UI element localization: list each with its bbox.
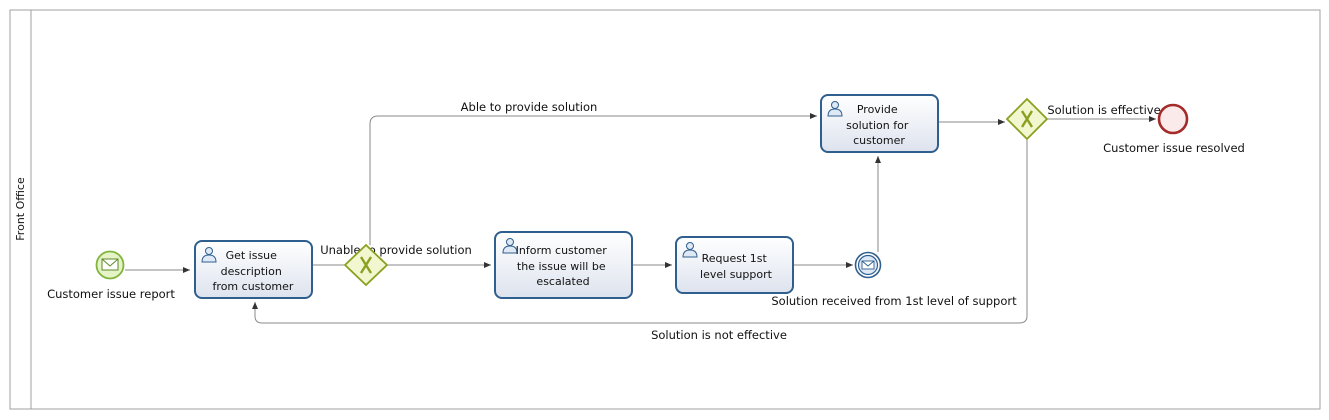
label-able-to-provide-solution: Able to provide solution <box>461 100 598 114</box>
pool-front-office: Front Office <box>9 9 1321 410</box>
x-icon <box>359 256 373 274</box>
end-event[interactable] <box>1157 103 1189 135</box>
end-event-label: Customer issue resolved <box>1103 141 1245 155</box>
task-request-support-label: Request 1st level support <box>700 252 773 281</box>
user-icon <box>682 242 698 258</box>
user-icon <box>502 238 518 254</box>
task-provide-solution[interactable]: Provide solution for customer <box>820 94 939 153</box>
start-event-label: Customer issue report <box>47 287 175 301</box>
sequence-flows <box>125 113 1156 324</box>
label-solution-not-effective: Solution is not effective <box>651 328 787 342</box>
task-inform-customer[interactable]: Inform customer the issue will be escala… <box>494 231 633 299</box>
envelope-icon <box>861 260 875 270</box>
exclusive-gateway-1[interactable] <box>343 243 389 287</box>
label-solution-is-effective: Solution is effective <box>1047 103 1160 117</box>
user-icon <box>827 101 843 117</box>
flow-solution-not-effective[interactable] <box>252 140 1028 324</box>
task-inform-customer-label: Inform customer the issue will be escala… <box>516 244 611 288</box>
label-unable-to-provide-solution: Unable to provide solution <box>320 243 472 257</box>
task-get-issue-label: Get issue description from customer <box>213 249 294 293</box>
lane-label: Front Office <box>14 177 27 241</box>
intermediate-message-event[interactable] <box>854 251 882 279</box>
task-request-support[interactable]: Request 1st level support <box>675 236 794 294</box>
task-provide-solution-label: Provide solution for customer <box>846 103 912 147</box>
intermediate-event-label: Solution received from 1st level of supp… <box>771 294 1017 308</box>
x-icon <box>1020 110 1034 128</box>
envelope-icon <box>101 258 119 271</box>
start-event[interactable] <box>95 250 125 280</box>
user-icon <box>201 247 217 263</box>
exclusive-gateway-2[interactable] <box>1005 97 1049 141</box>
task-get-issue-description[interactable]: Get issue description from customer <box>194 240 313 299</box>
flow-able-to-provide-solution[interactable] <box>369 113 817 245</box>
